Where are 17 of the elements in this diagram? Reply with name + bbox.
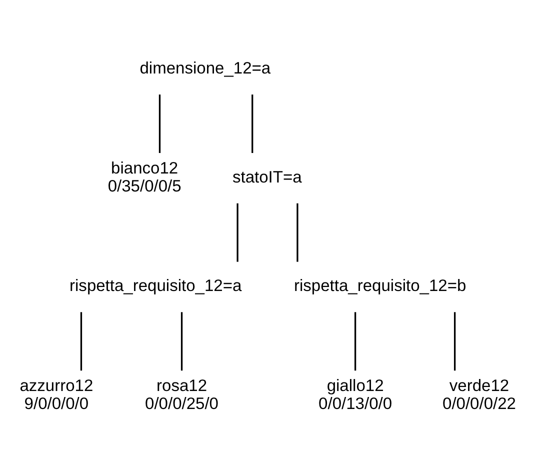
connector [252, 94, 254, 153]
node-text: dimensione_12=a [140, 58, 271, 78]
node-text: giallo12 0/0/13/0/0 [318, 376, 392, 413]
connector [354, 312, 356, 371]
connector [454, 312, 456, 371]
node-text: statoIT=a [232, 167, 302, 186]
connector [180, 312, 183, 371]
node-text: verde12 0/0/0/0/22 [442, 376, 516, 413]
node-text: azzurro12 9/0/0/0/0 [20, 376, 94, 413]
node-text: bianco12 0/35/0/0/5 [108, 158, 182, 196]
connector [80, 312, 82, 371]
node-text: rispetta_requisito_12=a [70, 276, 242, 296]
connector [236, 203, 238, 262]
connector [158, 94, 161, 153]
node-text: rispetta_requisito_12=b [294, 276, 466, 296]
connector [296, 203, 298, 262]
node-text: rosa12 0/0/0/25/0 [145, 376, 218, 413]
